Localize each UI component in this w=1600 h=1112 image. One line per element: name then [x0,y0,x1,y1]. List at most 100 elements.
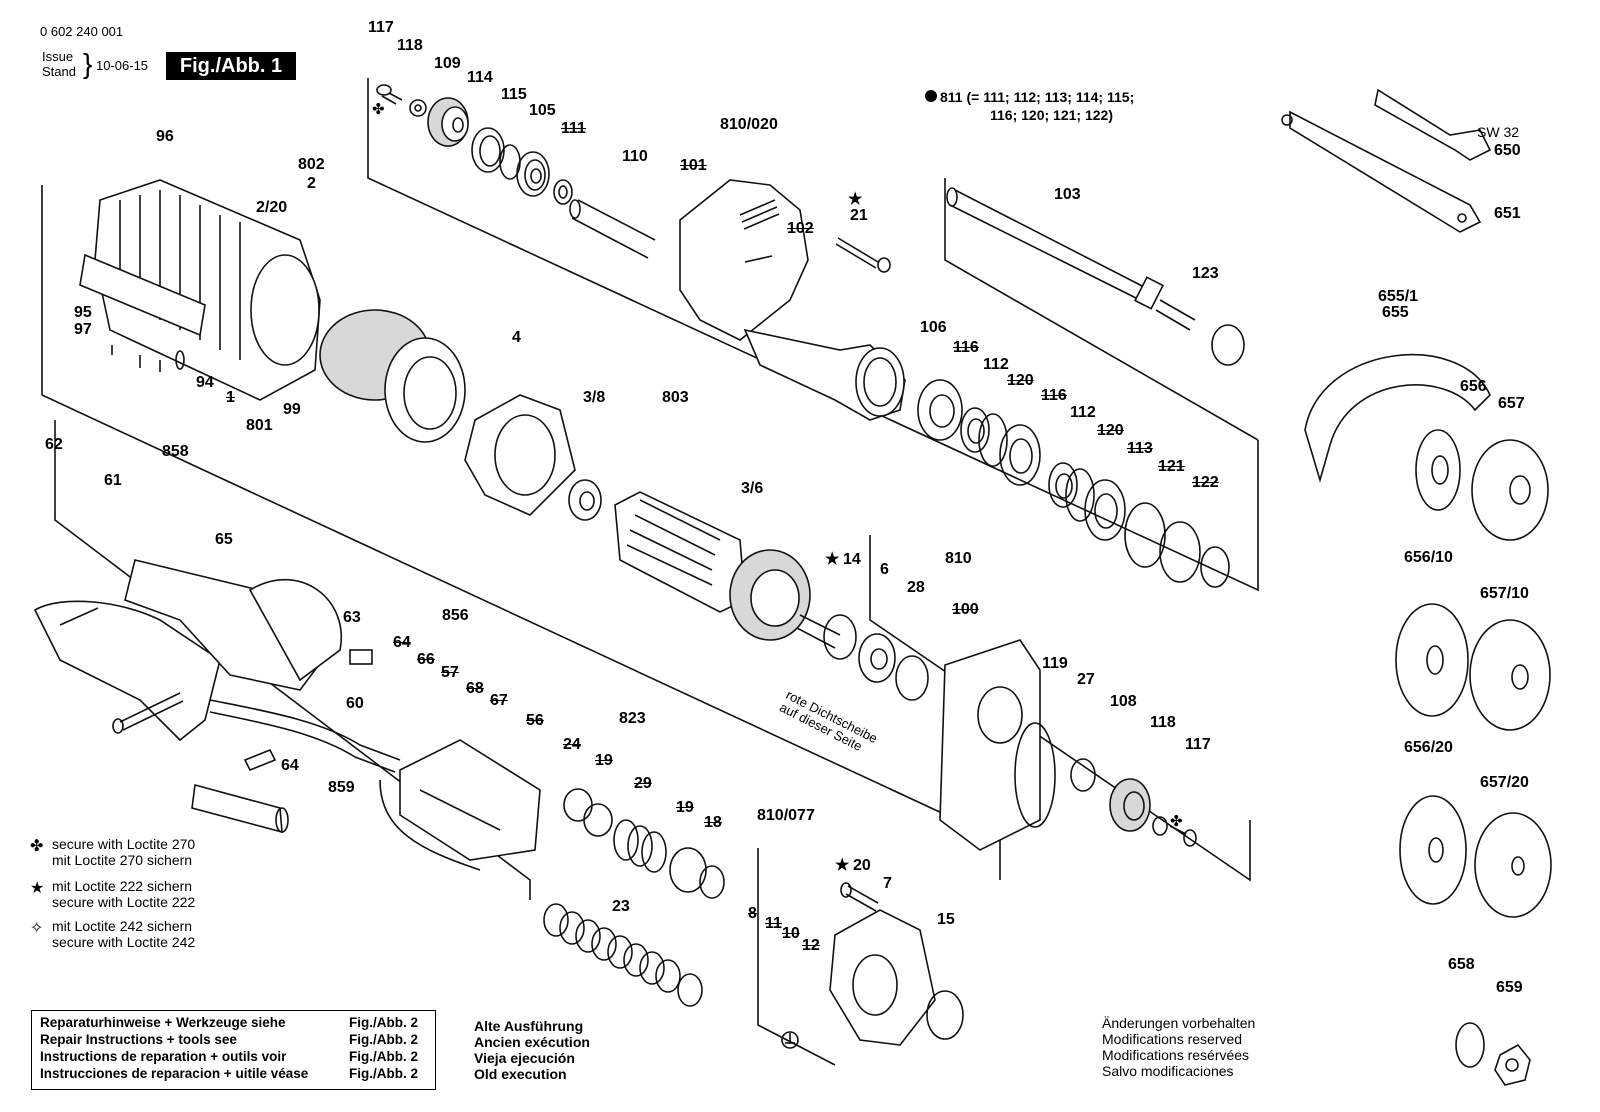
modifications-en: Modifications reserved [1102,1031,1243,1047]
label-651: 651 [1494,205,1521,222]
repair-ref-de[interactable]: Fig./Abb. 2 [349,1015,418,1030]
label-19b: 19 [676,799,694,816]
wrench-size: SW 32 [1477,124,1520,140]
label-123: 123 [1192,265,1219,282]
label-97: 97 [74,321,92,338]
label-656: 656 [1460,378,1487,395]
modifications-de: Änderungen vorbehalten [1102,1015,1256,1031]
flange-7 [829,909,936,1046]
label-119: 119 [1042,655,1068,672]
group-frame-left [41,185,1001,880]
spindle-103 [946,187,1196,331]
label-14: ★ [825,551,840,568]
set-note-line2: 116; 120; 121; 122) [990,107,1113,123]
legend-270-line1: secure with Loctite 270 [52,836,196,852]
label-2-20: 2/20 [256,199,288,216]
cable-sleeve-859 [191,783,289,834]
repair-ref-es[interactable]: Fig./Abb. 2 [349,1066,418,1081]
label-66: 66 [417,651,435,668]
circlip-123 [1211,324,1245,366]
repair-row-de: Reparaturhinweise + Werkzeuge siehe [40,1015,286,1030]
gear-flange-810 [939,639,1041,851]
label-116a: 116 [953,339,979,356]
label-659: 659 [1496,979,1523,996]
label-12: 12 [802,937,820,954]
modifications-es: Salvo modificaciones [1102,1063,1234,1079]
bearing-6 [858,633,896,683]
label-19a: 19 [595,752,613,769]
label-105: 105 [529,102,556,119]
label-57: 57 [441,664,459,681]
legend-222-line1: mit Loctite 222 sichern [52,878,193,894]
label-56: 56 [526,712,544,729]
label-3-8: 3/8 [583,389,606,406]
label-64a: 64 [393,634,411,651]
seal-116a [960,407,990,453]
label-27: 27 [1077,671,1095,688]
label-111: 111 [561,120,586,137]
label-655-1: 655/1 [1378,288,1419,305]
label-63: 63 [343,609,361,626]
label-6: 6 [880,561,889,578]
gear-109 [427,97,469,147]
label-121: 121 [1158,458,1185,475]
label-108: 108 [1110,693,1137,710]
handle-858 [124,559,343,691]
label-14-num: 14 [843,551,861,568]
ring-112b [1065,468,1095,522]
brush-screws-97 [111,345,185,372]
label-114: 114 [467,69,493,86]
label-29: 29 [634,775,652,792]
repair-row-fr: Instructions de reparation + outils voir [40,1049,287,1064]
repair-ref-en[interactable]: Fig./Abb. 2 [349,1032,418,1047]
star-icon-21: ★ [848,191,863,208]
cap-19b [669,847,707,893]
switch-button-63 [349,649,373,665]
label-112b: 112 [1070,404,1096,421]
label-18: 18 [704,814,722,831]
spring-29 [613,819,667,873]
label-117b: 117 [1185,736,1211,753]
nut-657 [1471,439,1549,541]
bearing-3-8 [568,479,602,521]
label-658: 658 [1448,956,1475,973]
repair-row-en: Repair Instructions + tools see [40,1032,237,1047]
label-95: 95 [74,304,92,321]
clamp-64b [243,748,277,772]
figure-title: Fig./Abb. 1 [166,52,296,80]
stand-label: Stand [42,64,76,79]
o-ring-15 [926,990,964,1040]
label-11: 11 [765,915,782,932]
label-15: 15 [937,911,955,928]
repair-row-es: Instrucciones de reparacion + uitile véa… [40,1066,309,1081]
label-101: 101 [680,157,707,174]
motor-housing-96 [79,179,321,401]
label-803: 803 [662,389,689,406]
washer-27 [1070,758,1096,792]
nut-659 [1494,1043,1531,1086]
label-94: 94 [196,374,214,391]
bracket-810-077 [757,848,836,1066]
loctite270-legend-icon: ✤ [30,838,44,855]
label-99: 99 [283,401,301,418]
gear-108 [1109,778,1151,832]
label-96: 96 [156,128,174,145]
brushes-23 [543,903,703,1007]
label-109: 109 [434,55,461,72]
label-810: 810 [945,550,972,567]
seal-116b [1048,462,1078,508]
screw-61 [112,692,184,734]
label-120a: 120 [1007,372,1034,389]
repair-ref-fr[interactable]: Fig./Abb. 2 [349,1049,418,1064]
label-23: 23 [612,898,630,915]
label-656-10: 656/10 [1404,549,1453,566]
label-10: 10 [782,925,800,942]
set-note-line1: 811 (= 111; 112; 113; 114; 115; [940,89,1135,105]
label-20: 20 [853,857,871,874]
label-106: 106 [920,319,947,336]
label-810-077: 810/077 [757,807,815,824]
label-62: 62 [45,436,63,453]
repair-instructions-box: Reparaturhinweise + Werkzeuge siehe Fig.… [31,1010,436,1090]
bearing-105 [516,151,550,197]
switch-856 [399,739,541,861]
